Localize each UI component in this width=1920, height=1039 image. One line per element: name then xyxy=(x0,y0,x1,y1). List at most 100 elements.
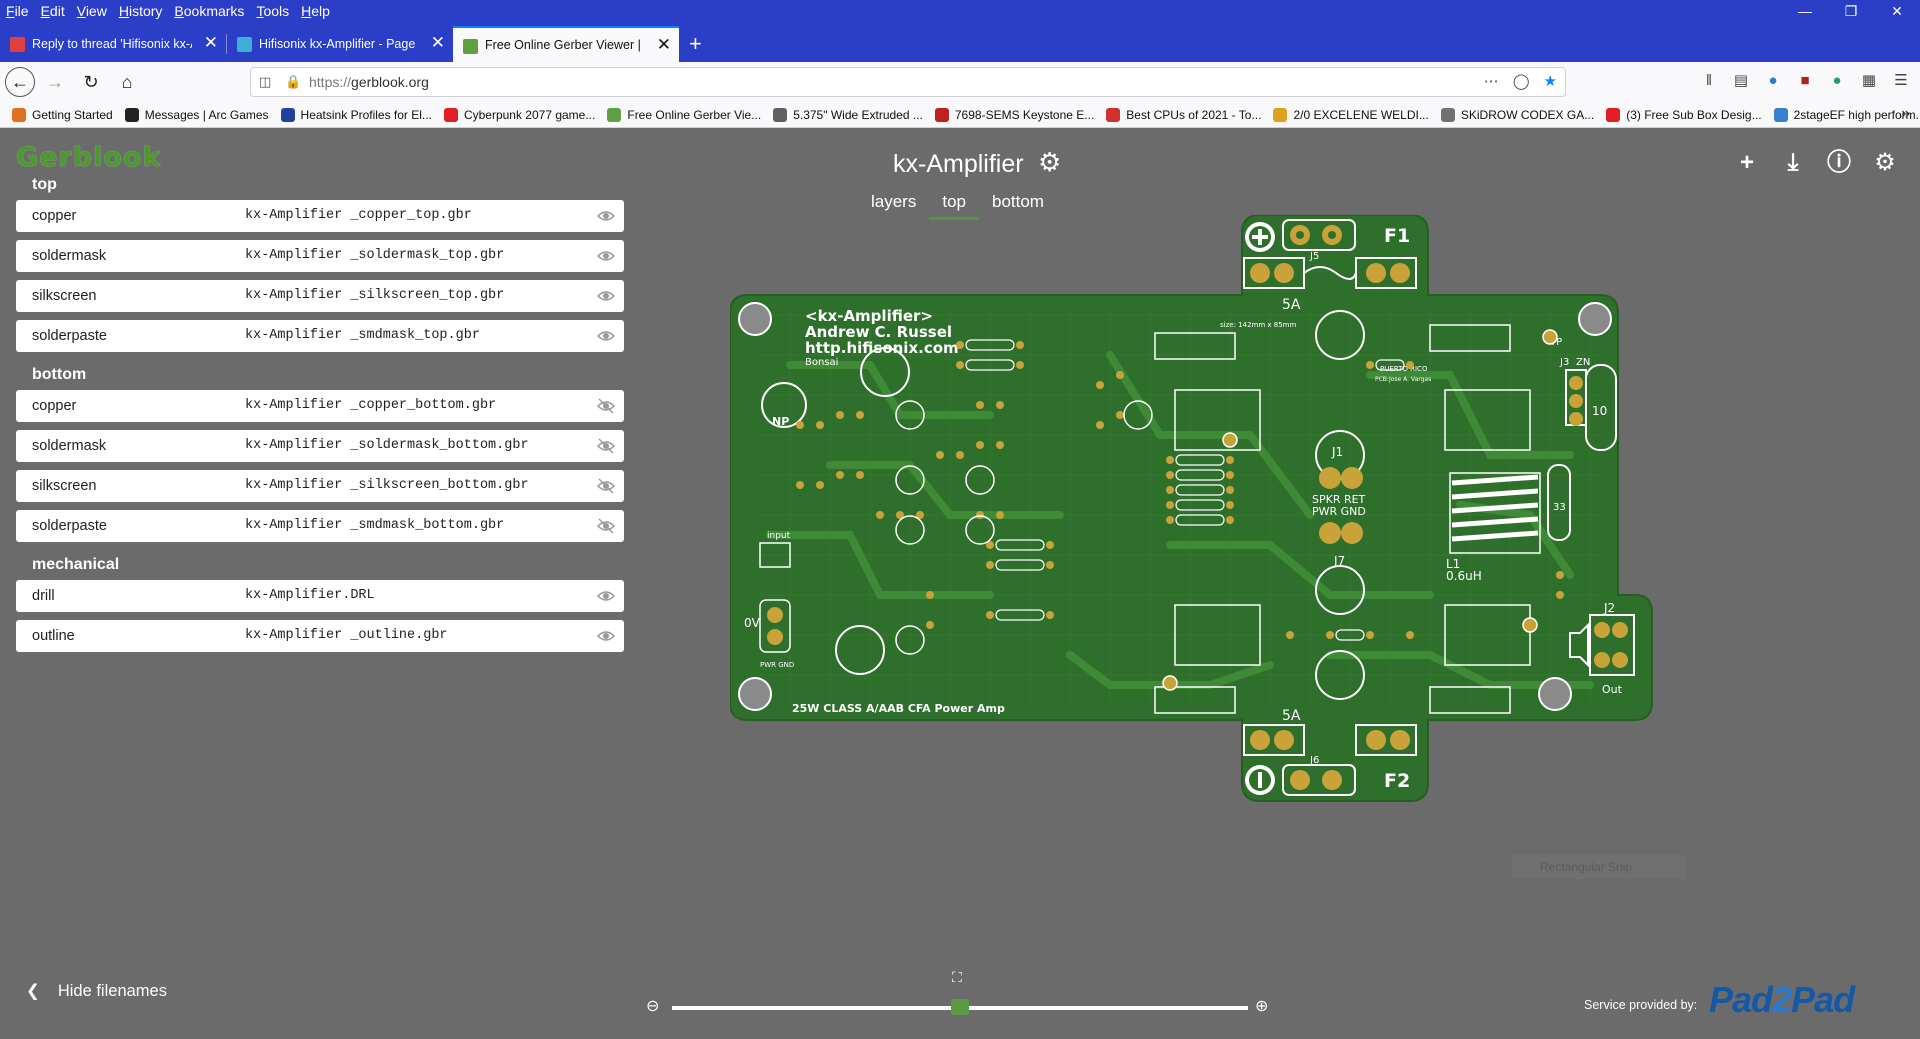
hide-filenames-button[interactable]: ❮ Hide filenames xyxy=(26,981,167,1001)
new-tab-button[interactable]: + xyxy=(689,31,702,56)
extensions-icon[interactable]: ▦ xyxy=(1861,72,1877,89)
layer-name: copper xyxy=(32,208,77,224)
menu-tools[interactable]: Tools xyxy=(256,3,290,19)
tracking-shield-icon[interactable]: ◫ xyxy=(259,74,272,89)
view-tab-layers[interactable]: layers xyxy=(871,192,917,211)
bookmark-item[interactable]: 5.375" Wide Extruded ... xyxy=(773,107,923,122)
back-button[interactable]: ← xyxy=(5,67,35,97)
bookmark-label: 7698-SEMS Keystone E... xyxy=(954,107,1095,122)
bookmark-item[interactable]: (3) Free Sub Box Desig... xyxy=(1606,107,1762,122)
menu-view[interactable]: View xyxy=(76,3,107,19)
eye-icon[interactable] xyxy=(596,206,616,226)
settings-gear-icon[interactable]: ⚙ xyxy=(1874,149,1896,176)
sidebar-icon[interactable]: ▤ xyxy=(1733,72,1749,89)
eye-slash-icon[interactable] xyxy=(596,396,616,416)
silk-5a-top: 5A xyxy=(1282,297,1301,313)
app-menu-icon[interactable]: ☰ xyxy=(1894,72,1908,89)
bookmark-star-icon[interactable]: ★ xyxy=(1543,73,1557,90)
bookmark-item[interactable]: Free Online Gerber Vie... xyxy=(607,107,761,122)
page-actions-icon[interactable]: ⋯ xyxy=(1483,73,1499,90)
bookmark-item[interactable]: 2stageEF high perform... xyxy=(1773,107,1920,122)
layer-group-heading: top xyxy=(32,176,57,193)
zoom-slider-thumb[interactable] xyxy=(951,999,969,1015)
bookmark-item[interactable]: Getting Started xyxy=(12,107,113,122)
eye-slash-icon[interactable] xyxy=(596,516,616,536)
zoom-out-icon[interactable]: ⊖ xyxy=(646,998,660,1015)
eye-slash-icon[interactable] xyxy=(596,476,616,496)
bookmark-item[interactable]: SKiDROW CODEX GA... xyxy=(1440,107,1594,122)
close-window-icon[interactable]: ✕ xyxy=(1891,3,1903,19)
minimize-icon[interactable]: — xyxy=(1798,3,1812,19)
home-button[interactable]: ⌂ xyxy=(121,71,133,92)
forward-button[interactable]: → xyxy=(46,71,64,92)
eye-icon[interactable] xyxy=(596,286,616,306)
bookmark-item[interactable]: Heatsink Profiles for El... xyxy=(280,107,432,122)
view-tab-bottom[interactable]: bottom xyxy=(992,192,1044,211)
menu-bookmarks[interactable]: Bookmarks xyxy=(174,3,245,19)
eye-icon[interactable] xyxy=(596,586,616,606)
browser-tab[interactable]: Free Online Gerber Viewer | Circ✕ xyxy=(453,26,679,62)
bookmarks-overflow-icon[interactable]: » xyxy=(1901,105,1910,122)
tab-close-icon[interactable]: ✕ xyxy=(203,33,218,52)
small-transistors xyxy=(895,400,1153,655)
lock-icon[interactable]: 🔒 xyxy=(285,74,302,89)
layer-name: silkscreen xyxy=(32,478,97,494)
bookmark-favicon-icon xyxy=(1606,107,1621,122)
help-icon[interactable]: ⓘ xyxy=(1827,149,1851,176)
extension-a-icon[interactable]: ● xyxy=(1832,72,1842,89)
url-bar[interactable]: ◫ 🔒 https://gerblook.org ⋯ ◯ ★ xyxy=(250,67,1566,97)
resistor-10 xyxy=(1565,364,1617,451)
board-settings-gear-icon[interactable]: ⚙ xyxy=(1038,147,1062,177)
extension-globe-icon[interactable]: ● xyxy=(1768,72,1778,89)
menu-history[interactable]: History xyxy=(118,3,163,19)
add-icon[interactable]: + xyxy=(1739,149,1754,176)
browser-tab[interactable]: Reply to thread 'Hifisonix kx-A✕ xyxy=(0,26,226,62)
eye-icon[interactable] xyxy=(596,326,616,346)
menu-file[interactable]: File xyxy=(6,3,29,19)
view-tab-top[interactable]: top xyxy=(929,192,979,220)
eye-icon[interactable] xyxy=(596,626,616,646)
download-icon[interactable]: ⤓ xyxy=(1787,149,1799,176)
pocket-icon[interactable]: ◯ xyxy=(1512,73,1530,90)
menu-help[interactable]: Help xyxy=(301,3,330,19)
bookmark-item[interactable]: Best CPUs of 2021 - To... xyxy=(1106,107,1261,122)
bookmark-item[interactable]: 7698-SEMS Keystone E... xyxy=(934,107,1095,122)
silk-pcb-by: PUERTO RICO xyxy=(1380,365,1428,373)
reload-button[interactable]: ↻ xyxy=(83,71,99,92)
gerblook-logo[interactable]: Gerblook xyxy=(16,142,162,173)
zoom-in-icon[interactable]: ⊕ xyxy=(1255,998,1269,1015)
fit-to-screen-icon[interactable]: ⛶ xyxy=(952,969,962,985)
pad2pad-logo[interactable]: Pad2Pad xyxy=(1709,979,1855,1021)
browser-tab[interactable]: Hifisonix kx-Amplifier - Page 5✕ xyxy=(227,26,453,62)
restore-icon[interactable]: ❐ xyxy=(1844,3,1858,19)
extension-ublock-icon[interactable]: ■ xyxy=(1800,72,1810,89)
zero-v-pad-1 xyxy=(767,607,783,623)
bookmark-item[interactable]: Cyberpunk 2077 game... xyxy=(443,107,595,122)
bookmark-item[interactable]: 2/0 EXCELENE WELDI... xyxy=(1273,107,1429,122)
library-icon[interactable]: ‖ xyxy=(1705,72,1713,89)
silk-r33: 33 xyxy=(1553,502,1566,513)
app-actions: + ⤓ ⓘ ⚙ xyxy=(1734,150,1898,176)
menu-bar: File Edit View History Bookmarks Tools Help xyxy=(0,0,1920,22)
tab-close-icon[interactable]: ✕ xyxy=(656,35,671,54)
layer-name: copper xyxy=(32,398,77,414)
tab-close-icon[interactable]: ✕ xyxy=(430,33,445,52)
pcb-render[interactable]: F1 J5 5A 5A J6 F2 <kx-Amplifier> Andrew … xyxy=(730,215,1695,915)
eye-slash-icon[interactable] xyxy=(596,436,616,456)
eye-icon[interactable] xyxy=(596,246,616,266)
url-text[interactable]: https://gerblook.org xyxy=(309,74,429,90)
menu-edit[interactable]: Edit xyxy=(40,3,65,19)
bookmark-item[interactable]: Messages | Arc Games xyxy=(124,107,269,122)
view-tabs: layers top bottom xyxy=(858,192,1057,220)
layer-filename: kx-Amplifier _soldermask_bottom.gbr xyxy=(245,438,529,453)
